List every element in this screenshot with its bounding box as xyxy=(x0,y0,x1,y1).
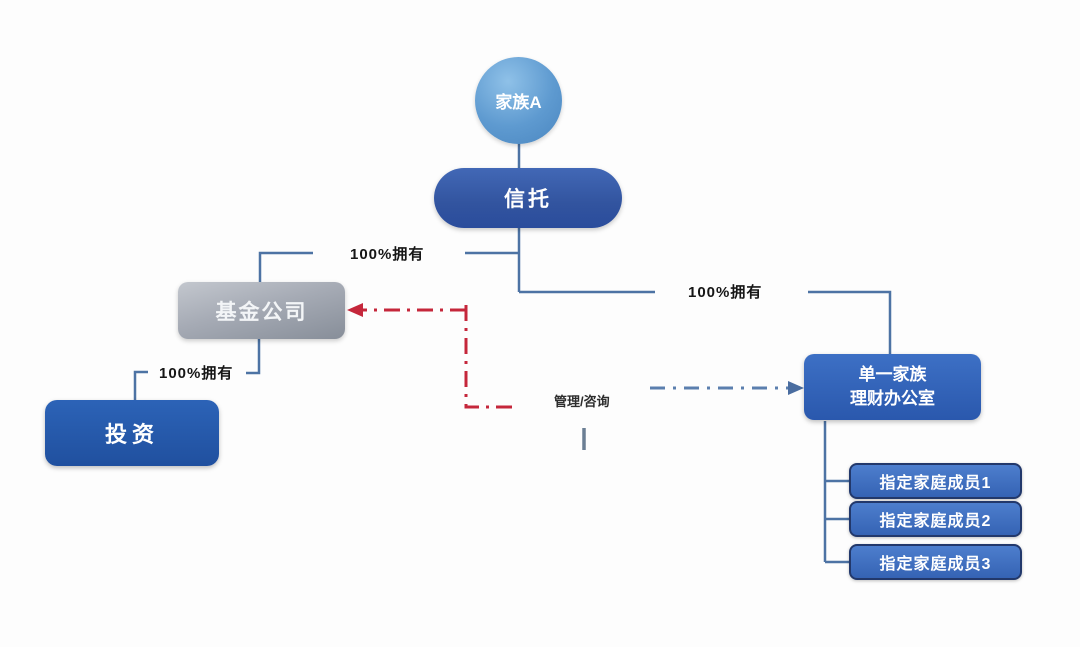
node-investment: 投资 xyxy=(45,400,219,466)
node-member-3-label: 指定家庭成员3 xyxy=(879,556,992,573)
node-trust: 信托 xyxy=(434,168,622,228)
node-member-1: 指定家庭成员1 xyxy=(849,463,1022,499)
node-family-a-label: 家族A xyxy=(495,93,542,112)
node-trust-label: 信托 xyxy=(504,188,552,211)
node-investment-label: 投资 xyxy=(104,422,159,447)
node-member-1-label: 指定家庭成员1 xyxy=(879,475,992,492)
edge-label-manage-consult: 管理/咨询 xyxy=(554,394,610,409)
red-arrowhead-to-fund-company xyxy=(347,303,363,317)
node-family-office-line2: 理财办公室 xyxy=(850,389,935,408)
node-family-office: 单一家族 理财办公室 xyxy=(804,354,981,420)
connector-trust-to-office-right-seg xyxy=(808,290,892,354)
node-fund-company: 基金公司 xyxy=(178,282,345,339)
node-member-2: 指定家庭成员2 xyxy=(849,501,1022,537)
edge-label-trust-owns-office: 100%拥有 xyxy=(688,284,763,301)
connector-trust-to-fund-left-seg xyxy=(258,251,313,282)
node-member-3: 指定家庭成员3 xyxy=(849,544,1022,580)
node-family-a: 家族A xyxy=(475,57,562,144)
red-dashdot-vertical xyxy=(464,305,515,409)
node-fund-company-label: 基金公司 xyxy=(215,300,308,324)
node-family-office-line1: 单一家族 xyxy=(858,365,927,385)
node-member-2-label: 指定家庭成员2 xyxy=(879,513,992,530)
blue-arrowhead-to-family-office xyxy=(788,381,804,395)
edge-label-fund-owns-investment: 100%拥有 xyxy=(159,365,234,382)
connector-fund-to-investment-lower-seg xyxy=(133,370,148,400)
edge-label-trust-owns-fund: 100%拥有 xyxy=(350,246,425,263)
connector-fund-to-investment-upper-seg xyxy=(246,339,261,375)
